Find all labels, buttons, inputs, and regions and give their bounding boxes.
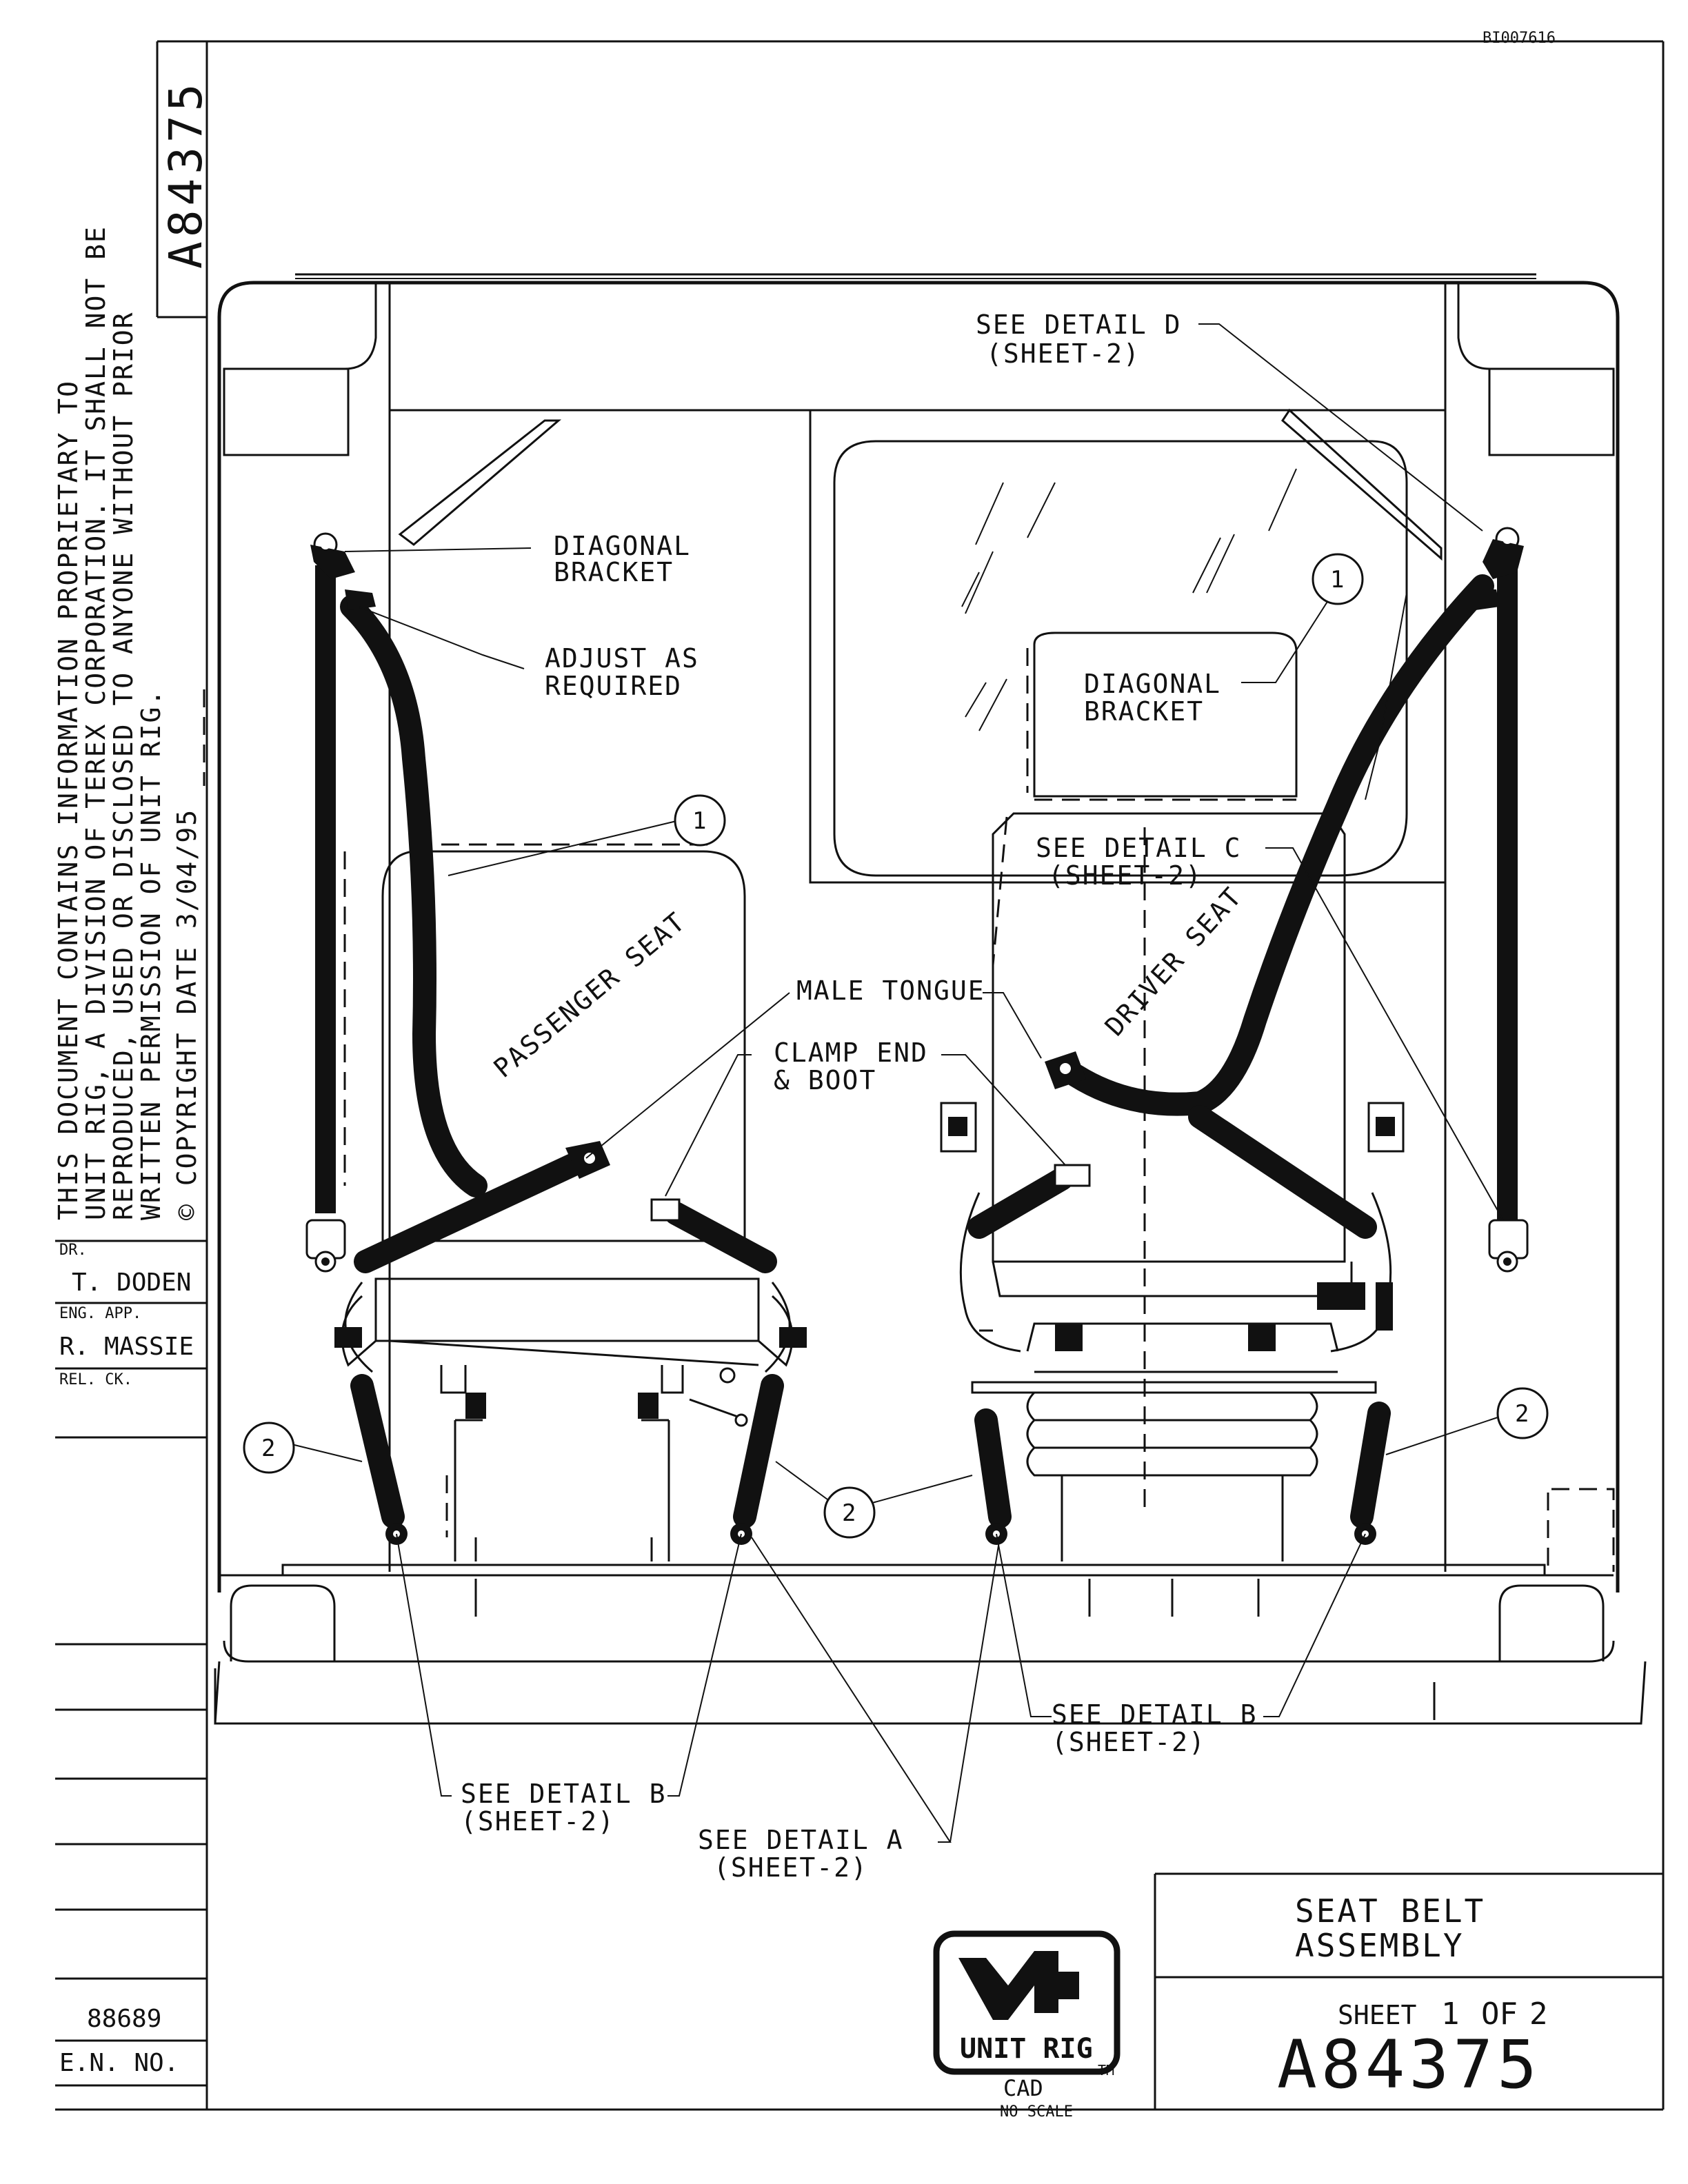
eng-app-label: ENG. APP. <box>59 1305 141 1322</box>
callout-male-tongue: MALE TONGUE <box>796 975 985 1006</box>
sheet-of: OF <box>1481 1996 1518 2032</box>
eng-app-name: R. MASSIE <box>59 1333 194 1361</box>
sheet-border <box>55 40 1665 2111</box>
belt-hardware <box>305 527 1529 1545</box>
unit-rig-logo: UNIT RIG <box>933 1930 1121 2075</box>
callout-see-detail-b-right: SEE DETAIL B <box>1052 1699 1258 1730</box>
callout-see-detail-a-sheet: (SHEET-2) <box>714 1852 868 1883</box>
sheet-total: 2 <box>1529 1996 1548 2032</box>
title-block: SEAT BELT ASSEMBLY SHEET 1 OF 2 A84375 U… <box>933 1872 1663 2121</box>
callout-diagonal-bracket-right-2: BRACKET <box>1084 696 1204 727</box>
callout-see-detail-b-left: SEE DETAIL B <box>461 1779 667 1809</box>
driver-belts <box>967 558 1518 1528</box>
en-number-label: E.N. NO. <box>59 2049 179 2077</box>
notice-line-1: THIS DOCUMENT CONTAINS INFORMATION PROPR… <box>53 380 83 1220</box>
callout-see-detail-d-sheet: (SHEET-2) <box>986 338 1141 369</box>
label-passenger-seat: PASSENGER SEAT <box>488 906 692 1084</box>
title-line-1: SEAT BELT <box>1295 1892 1485 1930</box>
vertical-drawing-number: A84375 <box>159 80 212 269</box>
callout-adjust-2: REQUIRED <box>545 671 682 701</box>
logo-text: UNIT RIG <box>960 2033 1093 2065</box>
label-driver-seat: DRIVER SEAT <box>1099 881 1248 1042</box>
rel-ck-label: REL. CK. <box>59 1371 132 1388</box>
cab-outline <box>214 273 1647 1725</box>
passenger-seat <box>334 843 807 1561</box>
passenger-belts <box>315 565 784 1528</box>
balloon-2-left: 2 <box>261 1435 275 1462</box>
callout-adjust-1: ADJUST AS <box>545 643 699 674</box>
balloon-1-passenger: 1 <box>692 807 706 835</box>
signoff-block: DR. T. DODEN ENG. APP. R. MASSIE REL. CK… <box>55 1240 207 2087</box>
callout-see-detail-d: SEE DETAIL D <box>976 310 1182 340</box>
balloons: 1 1 2 2 2 <box>243 553 1549 1539</box>
callout-diagonal-bracket-right-1: DIAGONAL <box>1084 669 1221 699</box>
callout-see-detail-b-right-sheet: (SHEET-2) <box>1052 1727 1206 1757</box>
cad-label: CAD <box>1003 2075 1043 2101</box>
callout-diagonal-bracket-left-1: DIAGONAL <box>554 531 691 561</box>
balloon-2-center: 2 <box>842 1499 856 1527</box>
sheet-label: SHEET <box>1338 2000 1416 2030</box>
driver-seat <box>940 631 1405 1561</box>
callout-see-detail-c-sheet: (SHEET-2) <box>1048 860 1203 891</box>
notice-line-4: WRITTEN PERMISSION OF UNIT RIG. <box>136 689 166 1220</box>
drafter-name: T. DODEN <box>72 1268 191 1297</box>
callout-see-detail-a: SEE DETAIL A <box>698 1825 904 1855</box>
callout-see-detail-b-left-sheet: (SHEET-2) <box>461 1806 615 1837</box>
callout-clamp-end-2: & BOOT <box>774 1065 876 1095</box>
leader-lines <box>291 323 1504 1843</box>
notice-line-5: © COPYRIGHT DATE 3/04/95 <box>172 809 202 1220</box>
header-ref-code: BI007616 <box>1483 30 1556 47</box>
notice-line-3: REPRODUCED, USED OR DISCLOSED TO ANYONE … <box>108 311 139 1220</box>
callout-see-detail-c: SEE DETAIL C <box>1036 833 1242 863</box>
balloon-2-right: 2 <box>1515 1400 1529 1428</box>
en-number: 88689 <box>87 2005 161 2033</box>
callout-diagonal-bracket-left-2: BRACKET <box>554 557 674 587</box>
drawing-number: A84375 <box>1277 2026 1541 2103</box>
title-line-2: ASSEMBLY <box>1295 1927 1465 1964</box>
no-scale-label: NO SCALE <box>1000 2103 1073 2121</box>
tm-mark: TM <box>1098 2062 1114 2079</box>
notice-line-2: UNIT RIG, A DIVISION OF TEREX CORPORATIO… <box>81 225 111 1220</box>
callout-clamp-end-1: CLAMP END <box>774 1038 928 1068</box>
balloon-1-driver: 1 <box>1330 566 1344 594</box>
sheet-number: 1 <box>1441 1996 1460 2032</box>
drafter-label: DR. <box>59 1242 87 1259</box>
proprietary-notice: THIS DOCUMENT CONTAINS INFORMATION PROPR… <box>53 225 205 1220</box>
